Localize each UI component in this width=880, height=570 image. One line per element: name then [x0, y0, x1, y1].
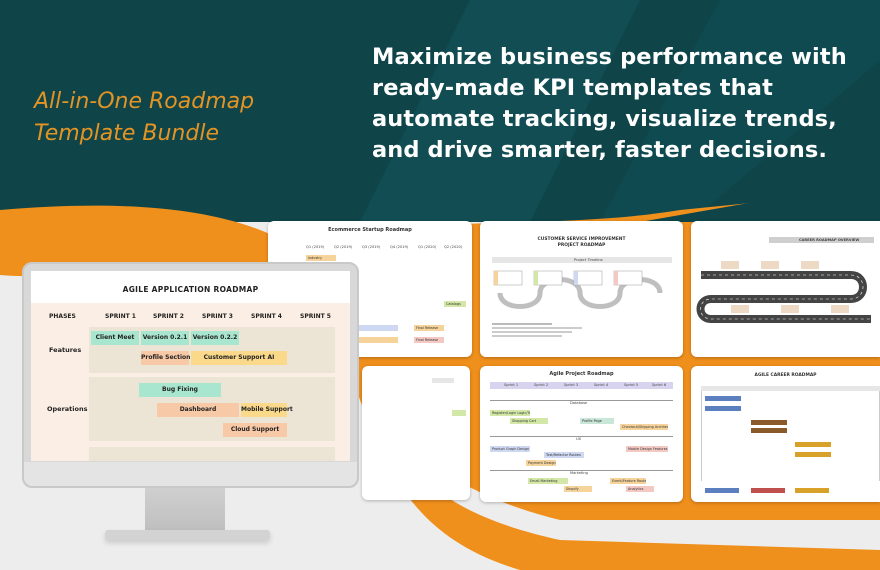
thumbnail-title: Ecommerce Startup Roadmap	[328, 227, 412, 233]
quarter-label: Q1 (2019)	[306, 245, 325, 249]
header-band	[701, 386, 880, 391]
task-bar: Register/Login Logic/Tags	[490, 410, 530, 416]
sprint-header: SPRINT 2	[153, 313, 184, 320]
title-band: CAREER ROADMAP OVERVIEW	[769, 237, 874, 243]
thumbnail-customer-service-roadmap[interactable]: CUSTOMER SERVICE IMPROVEMENT PROJECT ROA…	[480, 221, 683, 357]
task-bar: Product Graph Design	[490, 446, 530, 452]
bundle-tagline: All-in-One Roadmap Template Bundle	[34, 86, 334, 150]
quarter-label: Q4 (2019)	[390, 245, 409, 249]
career-bar	[705, 406, 741, 411]
task-cloud-support[interactable]: Cloud Support	[223, 423, 287, 437]
legend-swatch	[705, 488, 739, 493]
thumbnail-title: Agile Project Roadmap	[549, 371, 614, 377]
sprint-header: SPRINT 3	[202, 313, 233, 320]
section-band: Project Timeline	[492, 257, 672, 263]
monitor: AGILE APPLICATION ROADMAP PHASES SPRINT …	[22, 262, 359, 488]
next-panel	[89, 447, 335, 461]
phase-label-features: Features	[49, 346, 82, 354]
section-rule: Database	[490, 400, 673, 405]
section-rule: UX	[490, 436, 673, 441]
career-bar	[705, 396, 741, 401]
monitor-stand-base	[105, 530, 270, 540]
title-area	[31, 271, 350, 303]
text-lines	[492, 331, 572, 333]
tagline-line-2: Template Bundle	[34, 121, 219, 146]
item-bar	[358, 337, 398, 343]
task-client-meet[interactable]: Client Meet	[91, 331, 139, 345]
career-bar	[795, 442, 831, 447]
item-bar: Final Release	[414, 337, 444, 343]
career-bar	[751, 428, 787, 433]
task-dashboard[interactable]: Dashboard	[157, 403, 239, 417]
quarter-label: Q2 (2019)	[334, 245, 353, 249]
quarter-label: Q2 (2020)	[444, 245, 463, 249]
task-bar: Shopify	[564, 486, 592, 492]
thumbnail-subtitle: PROJECT ROADMAP	[557, 243, 606, 248]
sprint-header: Sprint 1 Sprint 2 Sprint 3 Sprint 4 Spri…	[490, 382, 673, 389]
headline: Maximize business performance with ready…	[372, 44, 847, 163]
task-profile-section[interactable]: Profile Section	[141, 351, 190, 365]
task-bug-fixing[interactable]: Bug Fixing	[139, 383, 221, 397]
text-lines	[492, 327, 582, 329]
task-version-022[interactable]: Version 0.2.2	[191, 331, 239, 345]
grid-area	[701, 391, 880, 481]
phase-label-operations: Operations	[47, 405, 88, 413]
item-bar: Industry	[306, 255, 336, 261]
thumbnail-agile-project-roadmap[interactable]: Agile Project Roadmap Sprint 1 Sprint 2 …	[480, 366, 683, 502]
section-rule: Marketing	[490, 470, 673, 475]
monitor-screen: AGILE APPLICATION ROADMAP PHASES SPRINT …	[31, 271, 350, 461]
sprint-header: SPRINT 5	[300, 313, 331, 320]
roadmap-title: AGILE APPLICATION ROADMAP	[122, 285, 259, 294]
thumbnail-career-roadmap-overview[interactable]: CAREER ROADMAP OVERVIEW	[691, 221, 880, 357]
thumbnail-title: CUSTOMER SERVICE IMPROVEMENT	[537, 237, 626, 242]
task-bar: Checkout/Shipping Architecture	[620, 424, 668, 430]
quarter-label: Q3 (2019)	[362, 245, 381, 249]
item-bar: Final Release	[414, 325, 444, 331]
cell	[452, 410, 466, 416]
career-bar	[751, 420, 787, 425]
cell	[432, 378, 454, 383]
task-bar: Test/Refactor Routes	[544, 452, 584, 458]
task-bar: Email Marketing	[528, 478, 568, 484]
thumbnail-partial[interactable]	[362, 366, 470, 500]
thumbnail-title: AGILE CAREER ROADMAP	[754, 373, 817, 378]
task-version-021[interactable]: Version 0.2.1	[141, 331, 189, 345]
task-bar: Event/Feature Routes	[610, 478, 646, 484]
monitor-stand-neck	[145, 486, 225, 536]
task-bar: Payment Design	[526, 460, 556, 466]
task-bar: Mobile Design Features	[626, 446, 668, 452]
task-bar: Analytics	[626, 486, 654, 492]
road-graphic	[696, 261, 871, 323]
task-bar: Shopping Cart	[510, 418, 548, 424]
text-lines	[492, 323, 552, 325]
timeline-graphic	[493, 270, 663, 309]
item-bar: Catalogs	[444, 301, 466, 307]
sprint-header: SPRINT 4	[251, 313, 282, 320]
tagline-line-1: All-in-One Roadmap	[34, 89, 255, 114]
thumbnail-agile-career-roadmap[interactable]: AGILE CAREER ROADMAP	[691, 366, 880, 502]
task-bar: Profile Page	[580, 418, 614, 424]
phases-header: PHASES	[49, 313, 76, 320]
monitor-chin	[24, 462, 357, 486]
task-customer-support-ai[interactable]: Customer Support AI	[191, 351, 287, 365]
item-bar	[358, 325, 398, 331]
legend-swatch	[751, 488, 785, 493]
legend-swatch	[795, 488, 829, 493]
quarter-label: Q1 (2020)	[418, 245, 437, 249]
career-bar	[795, 452, 831, 457]
sprint-header: SPRINT 1	[105, 313, 136, 320]
text-lines	[492, 335, 562, 337]
task-mobile-support[interactable]: Mobile Support	[241, 403, 293, 417]
